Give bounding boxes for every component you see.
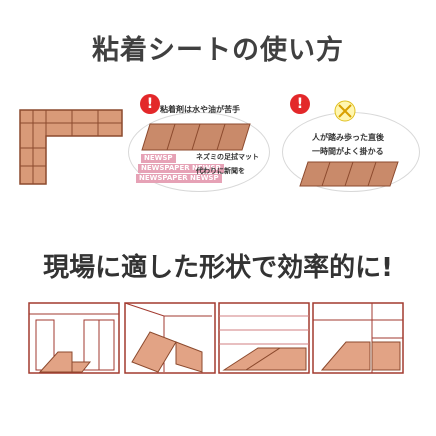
page-title: 粘着シートの使い方 (92, 35, 344, 66)
kitchen-floor-illustration (28, 302, 120, 374)
warning-icon: ! (140, 94, 160, 114)
sheet-row-illustration (299, 161, 399, 187)
sheet-row-illustration (141, 123, 251, 151)
newspaper-label: NEWSPAPER NEWSP (138, 164, 224, 173)
corner-sheet-illustration (19, 109, 123, 185)
wall-corner-illustration (312, 302, 404, 374)
no-stepping-icon (334, 100, 356, 122)
warning-icon: ! (290, 94, 310, 114)
stairs-illustration (124, 302, 216, 374)
newspaper-annotation: 代わりに新聞を (196, 167, 245, 175)
oil-water-note: 粘着剤は水や油が苦手 (160, 105, 240, 114)
footstep-note-line1: 人が踏み歩った直後 (312, 133, 384, 142)
footstep-note-line2: 一時間がよく掛かる (312, 147, 384, 156)
hallway-illustration (218, 302, 310, 374)
newspaper-label: NEWSP (141, 154, 176, 163)
newspaper-label: NEWSPAPER NEWSP (136, 174, 222, 183)
headline: 現場に適した形状で効率的に! (43, 253, 393, 283)
foot-mat-annotation: ネズミの足拭マット (196, 153, 259, 161)
